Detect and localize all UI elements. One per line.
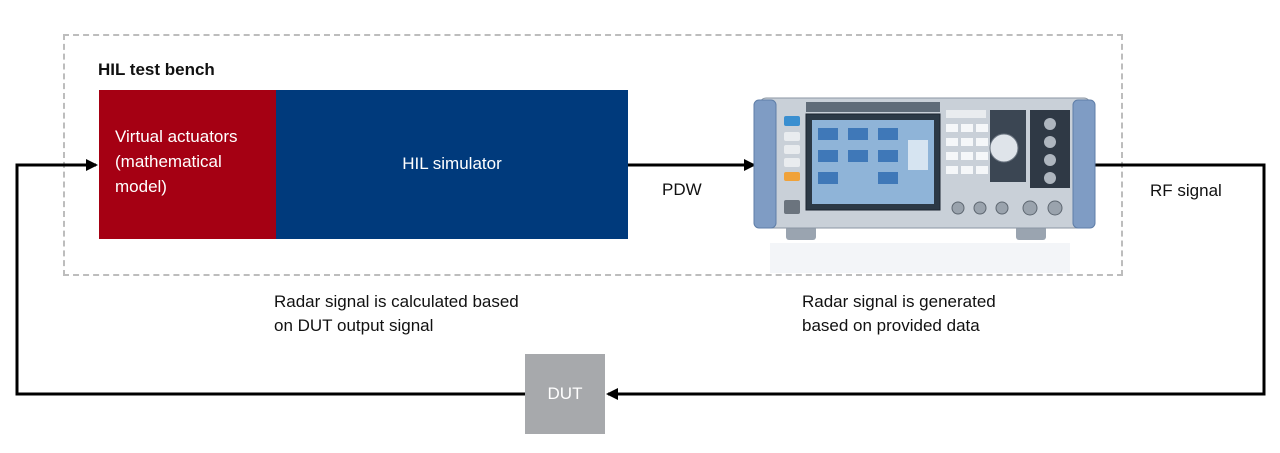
actuators-label-line-2: (mathematical bbox=[115, 152, 222, 171]
caption-calculated-line-1: Radar signal is calculated based bbox=[274, 292, 519, 311]
bench-title: HIL test bench bbox=[98, 60, 215, 79]
caption-generated-line-2: based on provided data bbox=[802, 316, 980, 335]
actuators-label-line-3: model) bbox=[115, 177, 167, 196]
rf-signal-line bbox=[606, 163, 1266, 400]
dut-label: DUT bbox=[547, 384, 583, 403]
dut-block: DUT bbox=[525, 354, 605, 434]
caption-generated: Radar signal is generated based on provi… bbox=[802, 290, 996, 338]
feedback-line bbox=[15, 159, 525, 396]
hil-test-bench-boundary bbox=[63, 34, 1123, 276]
virtual-actuators-block: Virtual actuators (mathematical model) bbox=[99, 90, 276, 239]
hil-simulator-block: HIL simulator bbox=[276, 90, 628, 239]
simulator-label: HIL simulator bbox=[402, 154, 502, 173]
actuators-label-line-1: Virtual actuators bbox=[115, 127, 238, 146]
caption-calculated: Radar signal is calculated based on DUT … bbox=[274, 290, 519, 338]
pdw-label: PDW bbox=[662, 180, 702, 199]
caption-generated-line-1: Radar signal is generated bbox=[802, 292, 996, 311]
rf-signal-label: RF signal bbox=[1150, 181, 1222, 200]
caption-calculated-line-2: on DUT output signal bbox=[274, 316, 434, 335]
